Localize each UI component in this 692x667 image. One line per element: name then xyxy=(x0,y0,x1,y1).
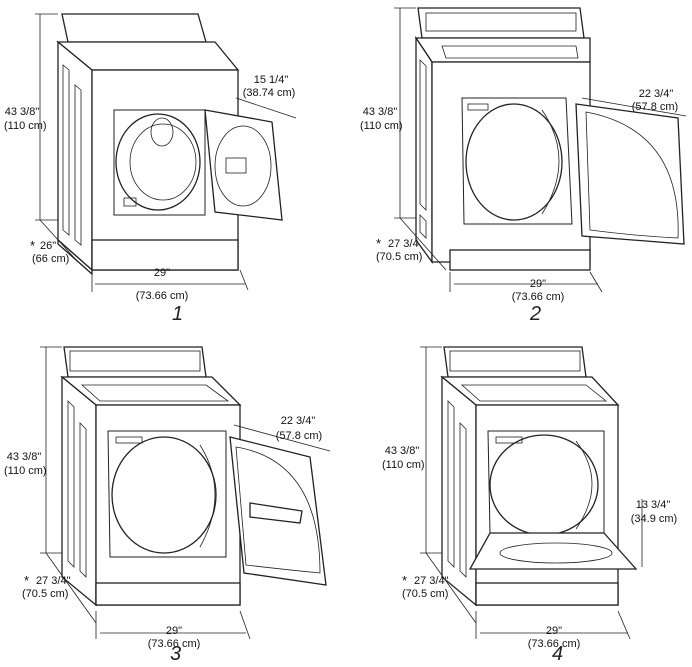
open-door xyxy=(575,103,685,245)
brand-badge xyxy=(495,436,523,444)
dryer-4-drawing xyxy=(420,346,643,640)
side-panel xyxy=(61,375,97,607)
asterisk: * xyxy=(402,573,408,588)
height-cm-label: (110 cm) xyxy=(4,120,47,132)
dryer-3-drawing xyxy=(40,346,331,640)
door-cm-label: (57.8 cm) xyxy=(275,430,323,442)
control-console xyxy=(417,7,585,39)
asterisk: * xyxy=(376,236,382,251)
depth-inch-label: 27 3/4 xyxy=(388,238,419,250)
width-cm-label: (73.66 cm) xyxy=(511,291,565,303)
control-console xyxy=(443,346,587,378)
door-cm-label: (57.8 cm) xyxy=(631,101,679,113)
door-handle xyxy=(249,502,303,524)
depth-dim-line xyxy=(39,219,79,263)
width-cm-label: (73.66 cm) xyxy=(527,638,581,650)
height-cm-label: (110 cm) xyxy=(382,459,425,471)
base-side xyxy=(57,238,93,276)
door-cm-label: (38.74 cm) xyxy=(242,87,296,99)
figure-1-panel: 43 3/8" (110 cm) * 26" (66 cm) 29" (73.6… xyxy=(0,0,346,333)
depth-cm-label: (70.5 cm) xyxy=(376,251,423,263)
width-inch-label: 29" xyxy=(529,278,547,290)
height-inch-label: 43 3/8" xyxy=(384,445,420,457)
height-inch-label: 43 3/8" xyxy=(4,106,40,118)
height-inch-label: 43 3/8" xyxy=(6,451,42,463)
side-panel xyxy=(441,375,477,607)
figure-number: 3 xyxy=(170,643,182,665)
door-inch-label: 22 3/4" xyxy=(638,88,674,100)
depth-dim-line xyxy=(45,552,97,624)
height-inch-label: 43 3/8" xyxy=(362,106,398,118)
drum-opening xyxy=(115,113,201,211)
figure-number: 4 xyxy=(552,643,564,665)
door-inch-label: 15 1/4" xyxy=(253,74,289,86)
kickplate xyxy=(95,582,241,606)
lint-screen xyxy=(150,117,174,147)
width-inch-label: 29" xyxy=(165,625,183,637)
figure-number: 2 xyxy=(530,303,542,325)
width-cm-label: (73.66 cm) xyxy=(147,638,201,650)
asterisk: * xyxy=(30,238,36,253)
door-dim-line xyxy=(235,97,297,119)
figure-number: 1 xyxy=(172,303,184,325)
depth-cm-label: (66 cm) xyxy=(32,253,70,265)
door-inch-label: 22 3/4" xyxy=(280,415,316,427)
depth-inch-label: 27 3/4" xyxy=(36,575,71,587)
door-frame xyxy=(107,430,227,558)
depth-dim-line xyxy=(425,552,477,624)
kickplate xyxy=(91,239,239,271)
figure-2-panel: 43 3/8" (110 cm) * 27 3/4 (70.5 cm) 29" … xyxy=(346,0,692,333)
depth-inch-label: 27 3/4" xyxy=(414,575,449,587)
dryer-2-drawing xyxy=(394,7,687,293)
dryer-1-drawing xyxy=(35,13,297,292)
door-dim-line xyxy=(581,97,687,117)
asterisk: * xyxy=(24,573,30,588)
height-cm-label: (110 cm) xyxy=(360,120,403,132)
door-dim-line xyxy=(233,424,331,452)
depth-inch-label: 26" xyxy=(40,240,57,252)
height-cm-label: (110 cm) xyxy=(4,465,47,477)
depth-dim-line xyxy=(399,217,447,271)
figure-4-panel: 43 3/8" (110 cm) * 27 3/4" (70.5 cm) 29"… xyxy=(346,333,692,666)
drum-opening xyxy=(111,436,217,554)
door-frame xyxy=(113,109,206,216)
depth-cm-label: (70.5 cm) xyxy=(402,588,449,600)
brand-badge xyxy=(115,436,143,444)
drum-opening xyxy=(465,103,563,221)
control-console xyxy=(63,346,207,378)
depth-cm-label: (70.5 cm) xyxy=(22,588,69,600)
width-cm-label: (73.66 cm) xyxy=(135,290,189,302)
brand-badge xyxy=(467,103,489,111)
figure-3-panel: 43 3/8" (110 cm) * 27 3/4" (70.5 cm) 29"… xyxy=(0,333,346,666)
width-inch-label: 29" xyxy=(153,267,171,279)
kickplate xyxy=(475,582,619,606)
open-door xyxy=(204,109,283,221)
door-cm-label: (34.9 cm) xyxy=(630,513,678,525)
door-inch-label: 13 3/4" xyxy=(635,499,671,511)
side-panel xyxy=(415,35,433,264)
kickplate xyxy=(449,249,591,271)
door-handle xyxy=(225,157,247,174)
door-frame xyxy=(461,97,573,225)
width-inch-label: 29" xyxy=(545,625,563,637)
control-console xyxy=(61,13,207,43)
